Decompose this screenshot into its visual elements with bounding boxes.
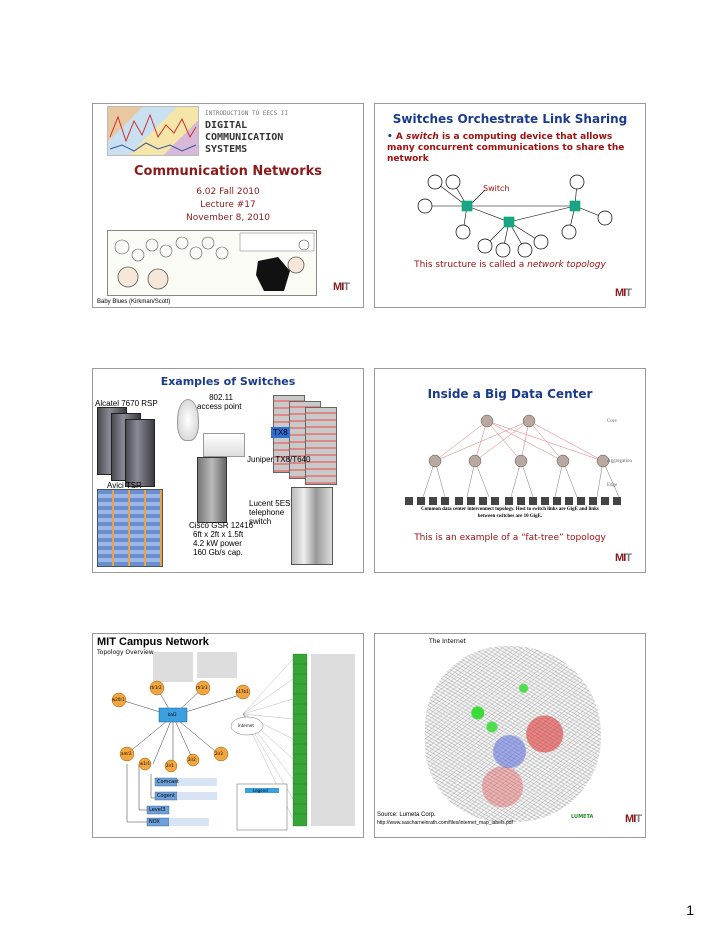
slide3-title: Examples of Switches [160, 375, 296, 388]
edge-label: Edge [607, 483, 618, 488]
wifi-label-2: access point [197, 402, 242, 411]
topology-footer: This structure is called a network topol… [375, 260, 645, 270]
lucent-switch [291, 487, 333, 565]
node-w20r1: w20r1 [112, 697, 125, 702]
node-rtr1r2: rtr1r2 [150, 685, 162, 690]
bullet-prefix: A [395, 132, 407, 142]
access-point-image [177, 399, 199, 441]
footer-prefix: This structure is called a [414, 260, 528, 270]
internet-map [425, 646, 601, 822]
slide-2: Switches Orchestrate Link Sharing • A sw… [374, 103, 646, 308]
figure-caption-2: between switches are 10 GigE. [477, 514, 543, 519]
banner-image [107, 106, 199, 156]
source-line-2: http://www.sascharneinrath.com/files/int… [377, 820, 513, 826]
comic-credit: Baby Blues (Kirkman/Scott) [97, 299, 171, 305]
juniper-label: Juniper TX8/T640 [247, 455, 311, 464]
campus-diagram [111, 652, 355, 831]
footer-em: network topology [527, 260, 606, 270]
core-label: Core [607, 419, 617, 424]
slide6-title: The Internet [429, 638, 466, 645]
wifi-label-1: 802.11 [209, 393, 233, 402]
internet-cloud-label: Internet [238, 723, 254, 728]
tx8-label: TX8 [271, 427, 290, 438]
page-number: 1 [686, 902, 694, 918]
avici-label: Avici TSR [107, 481, 142, 490]
mit-logo: MIT [625, 813, 642, 825]
box-cogent: Cogent [157, 793, 175, 799]
comic-strip [107, 230, 317, 296]
slide-1: INTRODUCTION TO EECS II DIGITAL COMMUNIC… [92, 103, 364, 308]
slide-4: Inside a Big Data Center [374, 368, 646, 573]
comic-drawing [114, 232, 315, 291]
banner-line2: DIGITAL [205, 120, 248, 131]
node-e17b1: e17b1 [236, 689, 249, 694]
fat-tree-diagram [405, 414, 621, 505]
slide5-title: MIT Campus Network [97, 636, 209, 648]
alcatel-rack-3 [125, 419, 155, 487]
slide2-title: Switches Orchestrate Link Sharing [392, 112, 628, 126]
mit-logo: MIT [615, 287, 632, 299]
cisco-label-1: Cisco GSR 12416 [189, 521, 254, 530]
node-rtr1r3: rtr1r3 [196, 685, 208, 690]
avici-rack [97, 489, 163, 567]
bullet-em: switch [406, 132, 439, 142]
cisco-rack [197, 457, 227, 523]
network-diagram [417, 174, 613, 258]
node-2ir1: 2ir1 [166, 763, 174, 768]
switch-label: Switch [483, 184, 510, 193]
slide4-title: Inside a Big Data Center [427, 387, 593, 401]
juniper-rack-3 [305, 407, 337, 485]
waveform-icon [109, 113, 197, 152]
mit-logo: MIT [333, 281, 350, 293]
box-level3: Level3 [149, 807, 166, 813]
lumeta-logo: LUMETA [571, 814, 594, 820]
date-line: November 8, 2010 [185, 213, 271, 223]
cisco-label-2: 6ft x 2ft x 1.5ft [193, 530, 244, 539]
bullet-rest: is a computing device that allows many c… [387, 132, 625, 164]
banner-line3: COMMUNICATION [205, 132, 284, 143]
fat-tree-footer: This is an example of a “fat-tree” topol… [414, 533, 606, 543]
slide1-title: Communication Networks [133, 164, 323, 179]
node-bal2: bal2 [168, 712, 177, 717]
alcatel-label: Alcatel 7670 RSP [95, 399, 158, 408]
box-nox: NOX [149, 819, 160, 825]
box-comcast: Comcast [157, 779, 179, 785]
slide-5: MIT Campus Network Topology Overview [92, 633, 364, 838]
node-amr2: amr2 [121, 751, 132, 756]
lucent-label-2: telephone [249, 508, 285, 517]
cisco-label-4: 160 Gb/s cap. [193, 548, 243, 557]
node-2ir2: 2ir2 [188, 757, 196, 762]
source-line-1: Source: Lumeta Corp. [377, 812, 436, 818]
course-line: 6.02 Fall 2010 [196, 187, 260, 197]
cisco-label-3: 4.2 kW power [193, 539, 242, 548]
node-w1r1: w1r1 [140, 761, 151, 766]
slide-6: The Internet Source: Lumeta Corp. http:/… [374, 633, 646, 838]
aggregation-label: Aggregation [607, 459, 632, 464]
lecture-line: Lecture #17 [200, 200, 256, 210]
banner-line1: INTRODUCTION TO EECS II [205, 110, 289, 117]
figure-caption-1: Common data center interconnect topology… [421, 507, 599, 512]
lucent-label-1: Lucent 5ESS [249, 499, 296, 508]
slide-3: Examples of Switches Alcatel 7670 RSP 80… [92, 368, 364, 573]
bullet-text: • A switch is a computing device that al… [387, 132, 627, 165]
mit-logo: MIT [615, 552, 632, 564]
lucent-label-3: switch [249, 517, 272, 526]
node-2ir3: 2ir3 [215, 751, 223, 756]
access-point-box [203, 433, 245, 457]
bullet-icon: • [387, 132, 393, 142]
slide5-subtitle: Topology Overview [97, 649, 154, 656]
banner-line4: SYSTEMS [205, 144, 248, 155]
legend-label: Legend [253, 788, 268, 793]
